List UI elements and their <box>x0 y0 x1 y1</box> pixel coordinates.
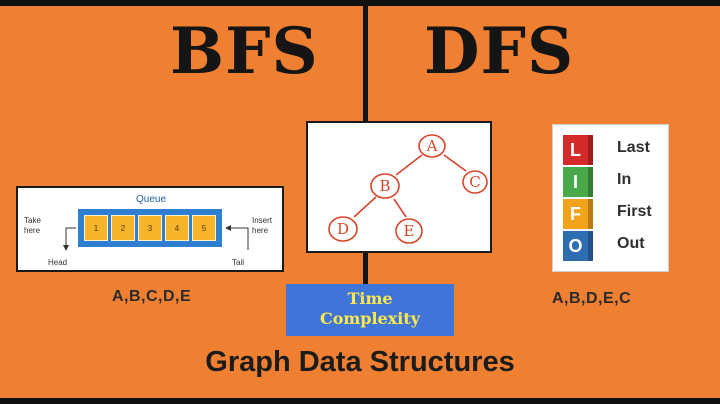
lifo-row-out: O Out <box>563 231 663 263</box>
tree-node-b-label: B <box>379 177 390 195</box>
queue-diagram: Queue 1 2 3 4 5 Take here Insert here He… <box>16 186 284 272</box>
lifo-diagram: L Last I In F First O Out <box>552 124 669 272</box>
tree-edge-a-c <box>443 154 467 172</box>
lifo-block-l: L <box>563 135 593 165</box>
center-divider-top <box>363 6 368 122</box>
tree-node-b <box>370 173 400 199</box>
head-label: Head <box>48 258 68 267</box>
time-complexity-line2: Complexity <box>319 309 421 328</box>
tree-graph: A B C D E <box>328 134 488 244</box>
bfs-sequence: A,B,C,D,E <box>112 288 192 305</box>
queue-container: 1 2 3 4 5 <box>78 209 222 247</box>
queue-cell: 4 <box>165 215 189 241</box>
lifo-word-first: First <box>617 203 652 220</box>
tree-node-e <box>395 218 423 244</box>
tree-node-d <box>328 216 358 242</box>
tail-label: Tail <box>232 258 245 267</box>
time-complexity-line1: Time <box>347 289 393 308</box>
dfs-title: DFS <box>424 14 575 89</box>
center-divider-bottom <box>363 252 368 284</box>
tree-node-c-label: C <box>469 173 480 191</box>
top-border <box>0 0 720 6</box>
bottom-border <box>0 398 720 404</box>
footer-title: Graph Data Structures <box>205 346 515 378</box>
lifo-block-f: F <box>563 199 593 229</box>
lifo-row-first: F First <box>563 199 663 231</box>
lifo-word-out: Out <box>617 235 645 252</box>
dfs-sequence: A,B,D,E,C <box>552 290 632 307</box>
take-arrow <box>63 227 76 251</box>
tree-edge-b-e <box>393 198 407 218</box>
insert-arrow <box>225 225 249 250</box>
time-complexity-box: Time Complexity <box>286 284 454 336</box>
take-here-label: Take here <box>24 216 41 235</box>
tree-edge-a-b <box>395 154 423 176</box>
tree-node-a <box>418 134 446 158</box>
tree-diagram: A B C D E <box>306 121 492 253</box>
lifo-word-last: Last <box>617 139 650 156</box>
lifo-block-i: I <box>563 167 593 197</box>
tree-node-a-label: A <box>426 137 438 155</box>
tree-node-c <box>462 170 488 194</box>
queue-cell: 3 <box>138 215 162 241</box>
queue-arrows <box>63 225 249 251</box>
lifo-block-o: O <box>563 231 593 261</box>
queue-cell: 2 <box>111 215 135 241</box>
tree-edge-b-d <box>353 196 377 218</box>
bfs-title: BFS <box>170 14 319 89</box>
queue-cell: 5 <box>192 215 216 241</box>
lifo-word-in: In <box>617 171 632 188</box>
queue-cell: 1 <box>84 215 108 241</box>
tree-node-d-label: D <box>337 220 349 238</box>
insert-here-label: Insert here <box>252 216 273 235</box>
queue-title: Queue <box>136 194 167 205</box>
tree-node-e-label: E <box>404 222 415 240</box>
lifo-row-in: I In <box>563 167 663 199</box>
lifo-row-last: L Last <box>563 135 663 167</box>
